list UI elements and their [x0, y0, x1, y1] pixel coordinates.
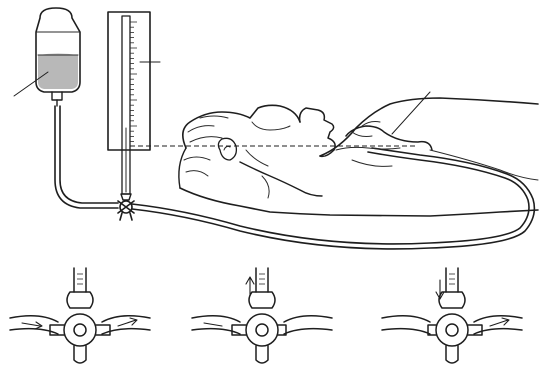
patient [179, 92, 538, 216]
patient-tubing-outer [132, 148, 534, 249]
manometer-scale [130, 22, 137, 142]
manometer-board [108, 12, 150, 150]
iv-fluid [38, 54, 78, 90]
manometer [108, 12, 160, 200]
stopcock-positions [10, 268, 522, 363]
iv-bag [14, 8, 80, 106]
stopcock-position-infuse-to-patient [10, 268, 150, 363]
patient-tubing [132, 152, 529, 244]
stopcock-position-fill-manometer [192, 268, 332, 363]
stopcock-position-measure-pressure [382, 268, 522, 363]
bag-tubing-inner [60, 106, 118, 203]
chest-pointer [392, 92, 430, 134]
